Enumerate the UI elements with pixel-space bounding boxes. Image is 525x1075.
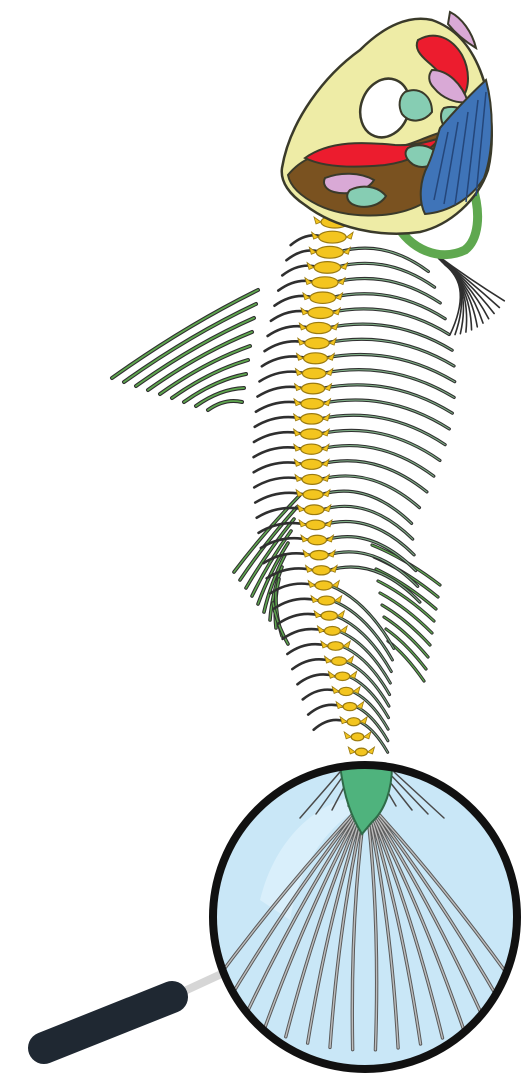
vertebra: [306, 520, 325, 530]
vertebra: [301, 459, 322, 469]
neural-spine: [314, 720, 346, 730]
rib-inner: [338, 248, 429, 271]
vertebra: [301, 429, 323, 439]
vertebra-process: [368, 747, 375, 754]
vertebra: [308, 307, 333, 318]
neural-spine: [297, 674, 334, 684]
vertebra: [302, 474, 322, 484]
rib: [325, 339, 454, 366]
vertebra: [310, 550, 328, 559]
vertebral-column-icon: [294, 216, 375, 756]
vertebra: [314, 262, 341, 274]
rib: [322, 370, 454, 398]
vertebra: [303, 490, 323, 500]
neural-spine: [308, 705, 342, 715]
vertebra-process: [344, 732, 351, 739]
rib-inner: [323, 354, 454, 381]
vertebra: [305, 338, 329, 349]
rib: [321, 385, 452, 413]
vertebra-process: [364, 732, 371, 739]
rib-inner: [327, 324, 452, 350]
vertebra: [351, 733, 364, 741]
vertebra: [312, 277, 338, 289]
vertebra: [308, 535, 327, 544]
neural-spine: [283, 629, 325, 639]
vertebra: [306, 322, 331, 333]
vertebra: [318, 596, 335, 605]
vertebra: [315, 581, 332, 590]
rib: [329, 309, 450, 335]
vertebra: [339, 687, 353, 695]
dorsal-ray: [124, 304, 256, 382]
dorsal-fin: [112, 290, 258, 410]
vertebra: [332, 657, 347, 666]
vertebra-process: [348, 747, 355, 754]
vertebra: [302, 368, 326, 379]
vertebra: [313, 566, 331, 575]
vertebra: [304, 505, 323, 515]
vertebra: [343, 702, 357, 710]
vertebra-process: [314, 217, 321, 224]
rib-inner: [331, 294, 445, 319]
neural-spine: [292, 659, 331, 669]
vertebra: [328, 642, 343, 651]
vertebra: [316, 246, 343, 258]
vertebra: [303, 353, 327, 364]
neural-spine: [274, 599, 318, 609]
vertebra: [301, 414, 323, 424]
vertebra: [302, 383, 325, 394]
pectoral-fin: [430, 250, 504, 335]
vertebra: [301, 444, 322, 454]
rib-inner: [321, 385, 452, 413]
vertebra: [319, 231, 347, 243]
skull-icon: [282, 12, 492, 255]
vertebra: [355, 748, 367, 756]
vertebra: [310, 292, 336, 303]
neural-spine: [287, 644, 327, 654]
ventral-ray: [372, 545, 440, 585]
rib: [338, 248, 429, 271]
rib: [331, 294, 445, 319]
magnifying-glass-icon: [44, 765, 522, 1069]
vertebra: [335, 672, 350, 680]
neural-spine: [303, 690, 338, 700]
rib-inner: [325, 339, 454, 366]
vertebra: [301, 398, 324, 409]
magnifier-handle: [44, 997, 172, 1048]
rib: [323, 354, 454, 381]
vertebra-process: [346, 232, 353, 239]
rib-inner: [322, 370, 454, 398]
vertebra: [321, 611, 337, 620]
neural-spine: [278, 614, 321, 624]
vertebra: [324, 626, 340, 635]
rib-inner: [329, 309, 450, 335]
rib: [327, 324, 452, 350]
vertebra: [347, 718, 360, 726]
